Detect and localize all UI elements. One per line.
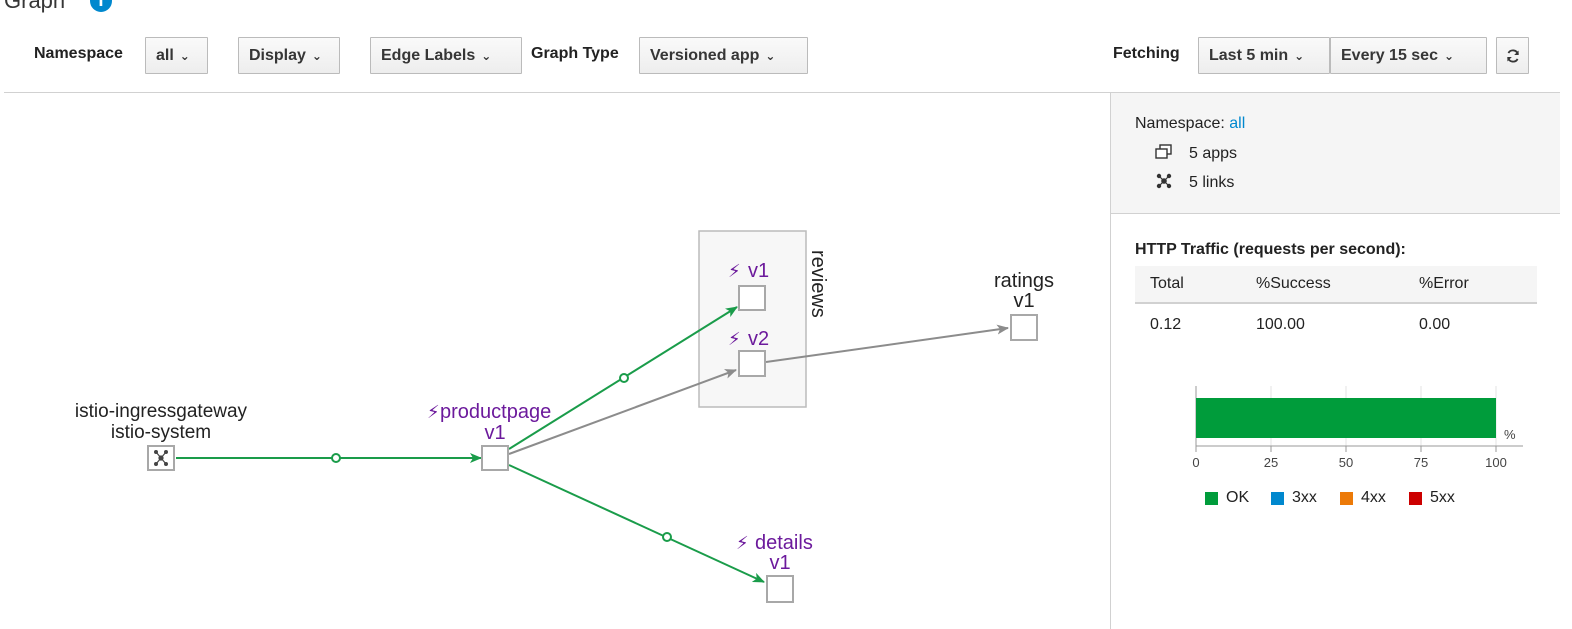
bar-ok bbox=[1196, 398, 1496, 438]
refresh-interval-dropdown-value: Every 15 sec bbox=[1341, 46, 1438, 64]
col-total-header: Total bbox=[1150, 275, 1184, 292]
details-node-name: details bbox=[755, 532, 813, 554]
reviews-group-label: reviews bbox=[807, 250, 829, 318]
display-dropdown[interactable]: Display ⌄ bbox=[238, 37, 340, 74]
namespace-summary-label: Namespace: bbox=[1135, 115, 1230, 132]
refresh-interval-dropdown[interactable]: Every 15 sec ⌄ bbox=[1330, 37, 1487, 74]
ingress-node-namespace: istio-system bbox=[111, 422, 211, 443]
toolbar-divider bbox=[4, 92, 1560, 93]
x-tick-label: 100 bbox=[1485, 455, 1507, 470]
chevron-down-icon: ⌄ bbox=[765, 48, 776, 63]
reviews-v1-label: v1 bbox=[748, 260, 769, 282]
side-panel: Namespace: all 5 apps bbox=[1110, 93, 1560, 629]
refresh-button[interactable] bbox=[1496, 37, 1529, 74]
namespace-summary: Namespace: all 5 apps bbox=[1111, 93, 1560, 214]
ratings-node[interactable] bbox=[1010, 314, 1038, 341]
edge-traffic-dot bbox=[619, 373, 629, 383]
edge-productpage-reviews-v2[interactable] bbox=[508, 369, 737, 455]
legend-4xx-swatch bbox=[1340, 491, 1353, 505]
edge-reviews-v2-ratings[interactable] bbox=[765, 324, 1009, 363]
lightning-icon: ⚡︎ bbox=[728, 261, 741, 282]
chevron-down-icon: ⌄ bbox=[481, 48, 492, 63]
legend-ok-swatch bbox=[1205, 491, 1218, 505]
reviews-v2-node[interactable] bbox=[738, 350, 766, 377]
reviews-v2-label: v2 bbox=[748, 328, 769, 350]
col-success-header: %Success bbox=[1256, 275, 1331, 292]
topology-icon bbox=[1153, 173, 1175, 193]
http-traffic-title: HTTP Traffic (requests per second): bbox=[1135, 241, 1406, 258]
namespace-dropdown-value: all bbox=[156, 46, 174, 64]
legend-3xx: 3xx bbox=[1271, 489, 1317, 507]
namespace-summary-line: Namespace: all bbox=[1135, 115, 1245, 133]
reviews-v1-node[interactable] bbox=[738, 285, 766, 311]
lightning-icon: ⚡︎ bbox=[736, 533, 749, 554]
legend-5xx: 5xx bbox=[1409, 489, 1455, 507]
lightning-icon: ⚡︎ bbox=[728, 329, 741, 350]
topology-icon bbox=[154, 450, 169, 467]
legend-4xx-label: 4xx bbox=[1361, 489, 1386, 506]
page-title: Graph bbox=[4, 0, 66, 13]
lightning-icon: ⚡︎ bbox=[427, 402, 440, 423]
edge-traffic-dot bbox=[662, 532, 672, 542]
edge-traffic-dot bbox=[331, 453, 341, 463]
legend-3xx-swatch bbox=[1271, 491, 1284, 505]
graph-type-label: Graph Type bbox=[531, 45, 619, 62]
ratings-node-name: ratings bbox=[994, 270, 1054, 292]
col-error-header: %Error bbox=[1419, 275, 1469, 292]
legend-4xx: 4xx bbox=[1340, 489, 1386, 507]
productpage-node-version: v1 bbox=[484, 422, 505, 444]
graph-type-dropdown[interactable]: Versioned app ⌄ bbox=[639, 37, 808, 74]
apps-count: 5 apps bbox=[1153, 144, 1237, 164]
namespace-summary-link[interactable]: all bbox=[1229, 115, 1246, 132]
graph-type-dropdown-value: Versioned app bbox=[650, 46, 760, 64]
refresh-icon bbox=[1506, 48, 1519, 63]
legend-ok-label: OK bbox=[1226, 489, 1250, 506]
edge-labels-dropdown-label: Edge Labels bbox=[381, 46, 476, 64]
chevron-down-icon: ⌄ bbox=[1443, 48, 1455, 63]
fetching-label: Fetching bbox=[1113, 45, 1180, 62]
edge-labels-dropdown[interactable]: Edge Labels ⌄ bbox=[370, 37, 522, 74]
chevron-down-icon: ⌄ bbox=[311, 48, 322, 63]
x-tick-label: 75 bbox=[1414, 455, 1428, 470]
x-tick-label: 25 bbox=[1264, 455, 1278, 470]
duration-dropdown-value: Last 5 min bbox=[1209, 46, 1289, 64]
duration-dropdown[interactable]: Last 5 min ⌄ bbox=[1198, 37, 1330, 74]
links-count-text: 5 links bbox=[1189, 174, 1235, 191]
cell-success: 100.00 bbox=[1256, 316, 1305, 333]
cell-error: 0.00 bbox=[1419, 316, 1451, 333]
cell-total: 0.12 bbox=[1150, 316, 1182, 333]
chevron-down-icon: ⌄ bbox=[1294, 48, 1305, 63]
legend-ok: OK bbox=[1205, 489, 1249, 507]
productpage-node[interactable] bbox=[481, 445, 509, 471]
legend-5xx-label: 5xx bbox=[1430, 489, 1455, 506]
traffic-table-header: Total %Success %Error bbox=[1135, 266, 1537, 304]
ratings-node-version: v1 bbox=[1013, 290, 1034, 312]
edge-productpage-details[interactable] bbox=[508, 464, 765, 583]
unit-label: % bbox=[1504, 427, 1516, 442]
traffic-bar-chart: 0 25 50 75 100% bbox=[1192, 386, 1523, 470]
display-dropdown-label: Display bbox=[249, 46, 306, 64]
details-node-version: v1 bbox=[769, 552, 790, 574]
info-icon[interactable]: i bbox=[90, 0, 112, 12]
namespace-label: Namespace bbox=[34, 45, 123, 62]
legend-5xx-swatch bbox=[1409, 491, 1422, 505]
legend-3xx-label: 3xx bbox=[1292, 489, 1317, 506]
apps-icon bbox=[1153, 144, 1175, 164]
reviews-group-box[interactable] bbox=[698, 230, 807, 408]
details-node[interactable] bbox=[766, 575, 794, 603]
x-tick-label: 0 bbox=[1192, 455, 1199, 470]
namespace-dropdown[interactable]: all ⌄ bbox=[145, 37, 208, 74]
ingress-node-name: istio-ingressgateway bbox=[75, 401, 248, 422]
chevron-down-icon: ⌄ bbox=[179, 48, 190, 63]
links-count: 5 links bbox=[1153, 173, 1234, 193]
productpage-node-name: productpage bbox=[440, 401, 551, 423]
service-graph[interactable]: reviews istio-ingressgateway istio-syste… bbox=[0, 93, 1110, 629]
apps-count-text: 5 apps bbox=[1189, 145, 1238, 162]
x-tick-label: 50 bbox=[1339, 455, 1353, 470]
